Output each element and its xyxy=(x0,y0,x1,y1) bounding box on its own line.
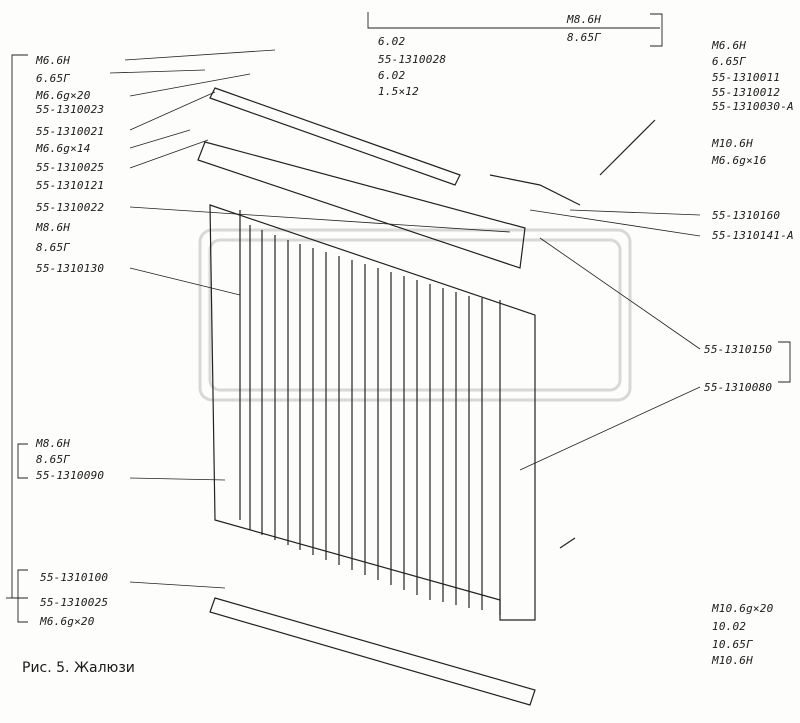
label-right-top-6: М6.6g×16 xyxy=(712,154,767,167)
bottom-bar xyxy=(209,597,536,706)
label-bottom-right-0: М10.6g×20 xyxy=(712,602,774,615)
label-right-top-5: М10.6Н xyxy=(712,137,753,150)
label-right-mid-0: 55-1310160 xyxy=(712,209,781,222)
label-right-low-1: 55-1310080 xyxy=(704,381,773,394)
label-top-left-1: 6.65Г xyxy=(36,72,71,85)
label-bottom-left-1: 55-1310025 xyxy=(40,596,109,609)
label-bottom-left-2: М6.6g×20 xyxy=(40,615,95,628)
label-top-right-pair-1: 8.65Г xyxy=(567,31,602,44)
watermark-logo xyxy=(198,228,632,402)
label-top-left-2: М6.6g×20 xyxy=(36,89,91,102)
label-right-mid-1: 55-1310141-А xyxy=(712,229,794,242)
label-right-low-0: 55-1310150 xyxy=(704,343,773,356)
label-bottom-right-2: 10.65Г xyxy=(712,638,753,651)
linkage-lever xyxy=(489,174,581,206)
label-left-low-1: 8.65Г xyxy=(36,453,71,466)
label-right-top-3: 55-1310012 xyxy=(712,86,781,99)
louver-frame xyxy=(209,204,536,621)
side-pin xyxy=(559,537,576,549)
label-top-right-pair-0: М8.6Н xyxy=(567,13,602,26)
label-top-left-5: М6.6g×14 xyxy=(36,142,91,155)
label-left-mid-0: М8.6Н xyxy=(36,221,71,234)
label-right-top-1: 6.65Г xyxy=(712,55,747,68)
label-bottom-left-0: 55-1310100 xyxy=(40,571,109,584)
label-bottom-right-1: 10.02 xyxy=(712,620,747,633)
label-top-center-3: 1.5×12 xyxy=(378,85,419,98)
upper-bracket-bar xyxy=(209,87,461,186)
label-top-center-1: 55-1310028 xyxy=(378,53,447,66)
label-top-left-0: М6.6Н xyxy=(36,54,71,67)
label-top-left-4: 55-1310021 xyxy=(36,125,105,138)
label-top-left-8: 55-1310022 xyxy=(36,201,105,214)
label-right-top-4: 55-1310030-А xyxy=(712,100,794,113)
top-frame-bar xyxy=(197,141,526,269)
label-bottom-right-3: М10.6Н xyxy=(712,654,753,667)
label-top-left-7: 55-1310121 xyxy=(36,179,105,192)
label-top-center-0: 6.02 xyxy=(378,35,406,48)
label-left-mid-2: 55-1310130 xyxy=(36,262,105,275)
label-left-low-0: М8.6Н xyxy=(36,437,71,450)
label-top-center-2: 6.02 xyxy=(378,69,406,82)
label-right-top-0: М6.6Н xyxy=(712,39,747,52)
figure-caption: Рис. 5. Жалюзи xyxy=(22,660,135,676)
control-rod xyxy=(599,119,656,176)
label-top-left-6: 55-1310025 xyxy=(36,161,105,174)
label-top-left-3: 55-1310023 xyxy=(36,103,105,116)
label-right-top-2: 55-1310011 xyxy=(712,71,781,84)
louver-blades xyxy=(249,225,483,610)
label-left-low-2: 55-1310090 xyxy=(36,469,105,482)
group-brackets xyxy=(6,12,791,623)
label-left-mid-1: 8.65Г xyxy=(36,241,71,254)
